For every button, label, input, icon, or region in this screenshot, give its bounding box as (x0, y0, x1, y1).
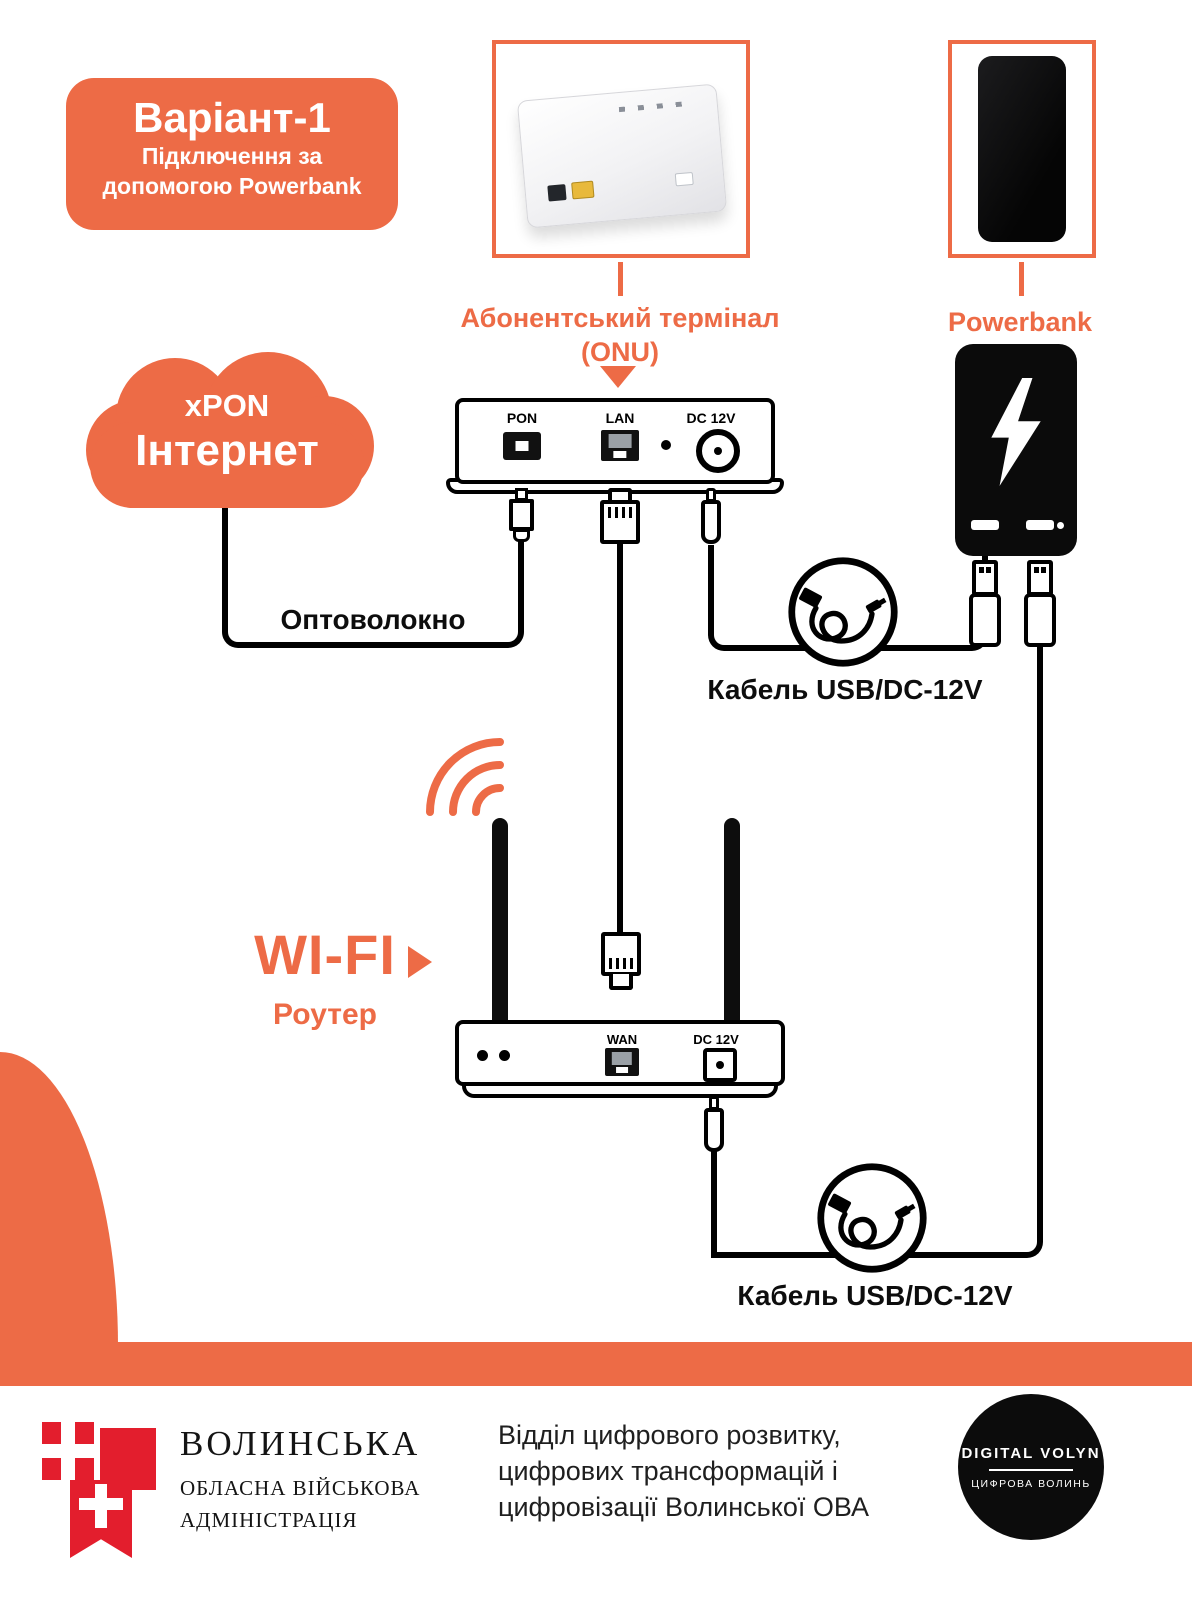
powerbank-photo-frame (948, 40, 1096, 258)
rj45-pins (608, 507, 632, 518)
department-line2: цифрових трансформацій і (498, 1455, 838, 1486)
variant-subtitle-line1: Підключення за (141, 143, 323, 169)
variant-subtitle-line2: допомогою Powerbank (102, 172, 362, 199)
router-label: Роутер (273, 998, 377, 1031)
usb-plug-icon (1027, 560, 1053, 596)
wan-port (605, 1048, 639, 1076)
badge-divider (989, 1468, 1073, 1471)
digital-volyn-badge: DIGITAL VOLYN ЦИФРОВА ВОЛИНЬ (958, 1394, 1104, 1540)
powerbank-caption: Powerbank (947, 307, 1093, 337)
fiber-cable (222, 505, 524, 648)
wan-port-label: WAN (606, 1032, 638, 1047)
lan-port (601, 430, 639, 461)
lightning-icon (991, 378, 1041, 486)
rj45-plug-icon (601, 932, 641, 976)
lan-cable (617, 540, 623, 938)
onu-photo-lan-port (571, 180, 595, 200)
pon-port-label: PON (506, 410, 538, 426)
onu-photo-frame (492, 40, 750, 258)
variant-title: Варіант-1 (133, 94, 331, 141)
onu-photo (516, 83, 728, 229)
onu-caption-line2: (ONU) (581, 336, 659, 367)
rj45-pins (609, 958, 633, 969)
usb-dc-cable-label-top: Кабель USB/DC-12V (707, 674, 983, 705)
onu-photo-pon-port (547, 184, 567, 202)
cloud-line2: Інтернет (135, 426, 319, 475)
powerbank-led (1057, 522, 1064, 529)
usb-dc-cable-label-bottom: Кабель USB/DC-12V (737, 1280, 1013, 1311)
org-name: ВОЛИНСЬКА ОБЛАСНА ВІЙСЬКОВА АДМІНІСТРАЦІ… (180, 1424, 420, 1533)
volyn-emblem (42, 1420, 174, 1560)
internet-cloud: xPON Інтернет (86, 352, 374, 512)
onu-frame-connector-line (618, 262, 623, 296)
powerbank-usb-port-1 (971, 520, 999, 530)
reset-dot (661, 440, 671, 450)
rj45-plug-icon (600, 500, 640, 544)
dc-plug-icon (701, 500, 721, 544)
usb-dc-cable-coil-icon (788, 557, 898, 667)
department-line1: Відділ цифрового розвитку, (498, 1420, 841, 1450)
powerbank-device (955, 344, 1077, 556)
usb-dc-cable-coil-icon (817, 1163, 927, 1273)
emblem-red-square (100, 1428, 156, 1490)
org-name-line1: ВОЛИНСЬКА (180, 1424, 421, 1463)
bottom-orange-stripe (0, 1342, 1192, 1386)
cloud-text: xPON Інтернет (86, 388, 368, 476)
powerbank-frame-connector-line (1019, 262, 1024, 296)
org-name-line3: АДМІНІСТРАЦІЯ (180, 1508, 358, 1532)
cloud-line1: xPON (184, 388, 270, 423)
router-dc-port (703, 1048, 737, 1082)
emblem-cross-square (42, 1422, 94, 1480)
router-antenna-left (492, 818, 508, 1028)
usb-plug-icon (969, 593, 1001, 647)
powerbank-photo (978, 56, 1066, 242)
pon-port (503, 432, 541, 460)
dc-port-label: DC 12V (686, 410, 736, 426)
cloud-shape (90, 422, 364, 508)
router-device: WAN DC 12V (455, 1020, 785, 1086)
org-name-line2: ОБЛАСНА ВІЙСЬКОВА (180, 1476, 421, 1500)
department-text: Відділ цифрового розвитку, цифрових тран… (498, 1418, 869, 1526)
onu-device: PON LAN DC 12V (455, 398, 775, 484)
onu-photo-button (674, 171, 694, 187)
usb-plug-icon (972, 560, 998, 596)
router-dc-port-label: DC 12V (693, 1032, 739, 1047)
onu-caption-line1: Абонентський термінал (460, 303, 780, 333)
wifi-signal-icon (426, 738, 504, 816)
badge-subtitle: ЦИФРОВА ВОЛИНЬ (971, 1477, 1091, 1490)
onu-photo-leds (618, 100, 691, 113)
fiber-connector-icon (509, 499, 534, 531)
arrow-right-icon (408, 946, 432, 978)
router-antenna-right (724, 818, 740, 1028)
dc-port (696, 429, 740, 473)
emblem-flag (70, 1480, 132, 1558)
lan-port-label: LAN (605, 410, 635, 426)
dc-plug-icon (704, 1108, 724, 1152)
router-led (499, 1050, 510, 1061)
arrow-down-icon (600, 366, 636, 388)
department-line3: цифровізації Волинської ОВА (498, 1491, 869, 1522)
router-led (477, 1050, 488, 1061)
fiber-cable-label: Оптоволокно (280, 604, 466, 635)
wifi-label: WI-FI (254, 923, 396, 986)
onu-caption: Абонентський термінал (ONU) (430, 302, 810, 370)
corner-decor-shape (0, 1052, 118, 1346)
title-card: Варіант-1 Підключення за допомогою Power… (66, 78, 398, 230)
rj45-plug-icon (609, 974, 633, 990)
dc-cable-router-segment (711, 1150, 717, 1258)
badge-title: DIGITAL VOLYN (961, 1444, 1101, 1462)
usb-plug-icon (1024, 593, 1056, 647)
powerbank-usb-port-2 (1026, 520, 1054, 530)
fiber-connector-icon (513, 529, 530, 542)
